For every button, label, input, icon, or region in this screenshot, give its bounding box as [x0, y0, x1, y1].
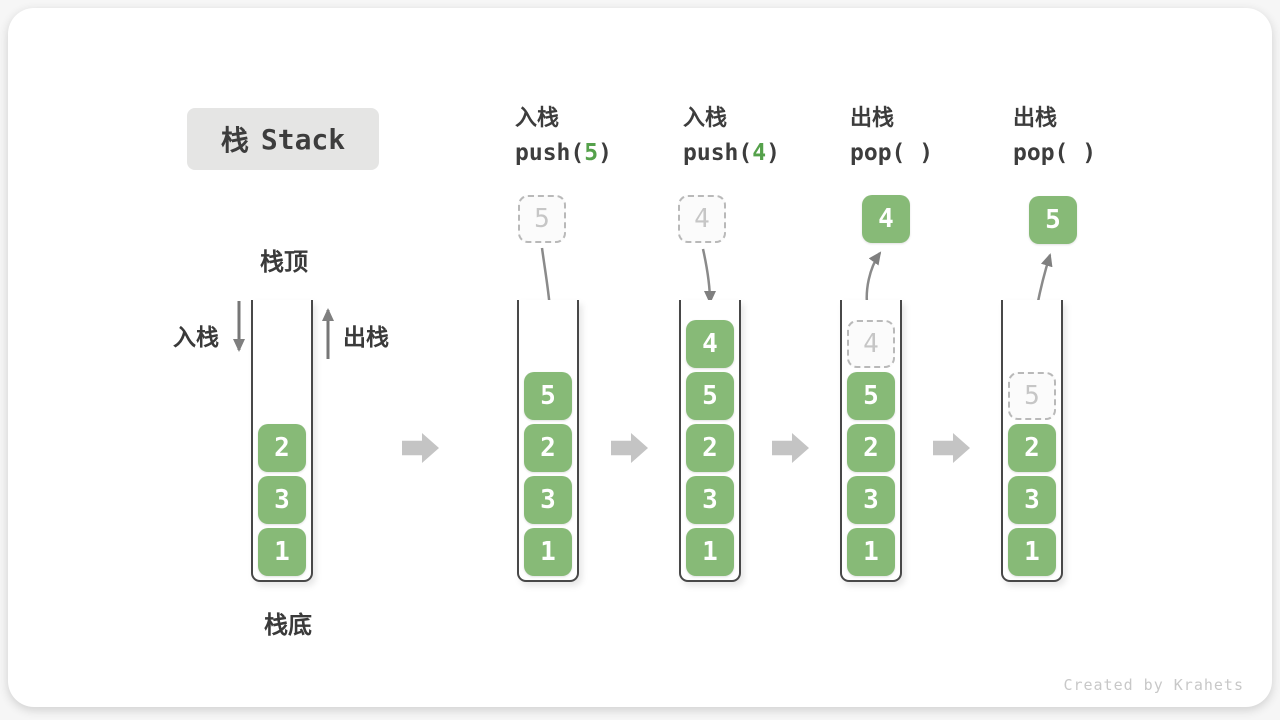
transition-arrow-icon — [402, 433, 439, 463]
transition-arrow-icon — [772, 433, 809, 463]
column-header-pop4: 出栈 pop( ) — [850, 104, 933, 166]
removed-slot-box: 4 — [847, 320, 895, 368]
removed-slot-box: 5 — [1008, 372, 1056, 420]
code-arg: 4 — [752, 140, 767, 166]
operation-code: push(5) — [515, 140, 612, 166]
stack-cell: 2 — [258, 424, 306, 472]
stack-cell: 4 — [686, 320, 734, 368]
code-pre: pop( — [850, 140, 920, 166]
code-post: ) — [598, 140, 612, 166]
pop-side-label: 出栈 — [343, 324, 389, 350]
popped-value-box: 5 — [1029, 196, 1077, 244]
stack-cell: 1 — [258, 528, 306, 576]
column-header-push5: 入栈 push(5) — [515, 104, 612, 166]
stack-cell: 1 — [524, 528, 572, 576]
title-latin: Stack — [260, 122, 346, 156]
column-header-pop5: 出栈 pop( ) — [1013, 104, 1096, 166]
title-cjk: 栈 — [220, 125, 249, 156]
transition-arrow-icon — [933, 433, 970, 463]
stack-cell: 3 — [686, 476, 734, 524]
stack-cell: 1 — [686, 528, 734, 576]
operation-code: pop( ) — [1013, 140, 1096, 166]
stack-cell: 2 — [847, 424, 895, 472]
stack-cell: 5 — [524, 372, 572, 420]
code-pre: push( — [683, 140, 753, 166]
operation-label: 入栈 — [683, 105, 728, 130]
stack-cell: 2 — [686, 424, 734, 472]
stack-cell: 2 — [524, 424, 572, 472]
operation-code: pop( ) — [850, 140, 933, 166]
transition-arrow-icon — [611, 433, 648, 463]
push-side-label: 入栈 — [173, 324, 219, 350]
title-badge: 栈 Stack — [187, 108, 379, 170]
code-pre: pop( — [1013, 140, 1083, 166]
operation-code: push(4) — [683, 140, 780, 166]
stack-bottom-label: 栈底 — [264, 612, 312, 639]
code-post: ) — [919, 140, 934, 166]
incoming-value-box: 5 — [518, 195, 566, 243]
stack-cell: 3 — [524, 476, 572, 524]
stack-top-label: 栈顶 — [260, 249, 308, 276]
operation-label: 出栈 — [850, 105, 895, 130]
stack-cell: 5 — [686, 372, 734, 420]
watermark: Created by Krahets — [1063, 676, 1244, 694]
push-4-arrow — [701, 248, 716, 304]
stack-cell: 3 — [847, 476, 895, 524]
code-pre: push( — [515, 140, 585, 166]
code-post: ) — [766, 140, 780, 166]
code-post: ) — [1082, 140, 1097, 166]
incoming-value-box: 4 — [678, 195, 726, 243]
column-header-push4: 入栈 push(4) — [683, 104, 780, 166]
popped-value-box: 4 — [862, 195, 910, 243]
operation-label: 出栈 — [1013, 105, 1058, 130]
stack-cell: 5 — [847, 372, 895, 420]
stack-cell: 2 — [1008, 424, 1056, 472]
stack-cell: 1 — [847, 528, 895, 576]
stack-cell: 3 — [258, 476, 306, 524]
code-arg: 5 — [584, 140, 599, 166]
stack-cell: 3 — [1008, 476, 1056, 524]
operation-label: 入栈 — [515, 105, 560, 130]
stack-cell: 1 — [1008, 528, 1056, 576]
